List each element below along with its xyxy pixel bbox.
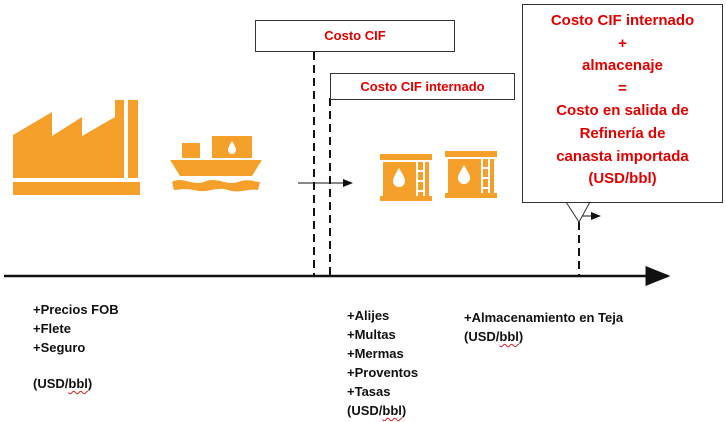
salida-line: = [618, 79, 627, 97]
unit-word: bbl [68, 376, 88, 391]
factory-icon [13, 100, 140, 195]
salida-line: almacenaje [582, 57, 663, 75]
unit-word: bbl [499, 329, 519, 344]
unit-label: (USD/bbl) [33, 376, 93, 391]
cif-internado-callout: Costo CIF internado [330, 73, 515, 100]
salida-line: Costo CIF internado [550, 12, 695, 29]
storage-tank-icon [380, 154, 432, 201]
storage-costs-list: +Almacenamiento en Teja (USD/bbl) [464, 308, 623, 346]
list-item: +Tasas [347, 384, 391, 399]
salida-callout: Costo CIF internado + almacenaje = Costo… [522, 4, 723, 203]
list-item: +Multas [347, 327, 396, 342]
cif-internado-callout-label: Costo CIF internado [360, 79, 485, 94]
ship-icon [170, 136, 262, 192]
storage-tank-icon [445, 151, 497, 198]
salida-line: Costo en salida de [556, 102, 689, 120]
list-item: +Flete [33, 321, 71, 336]
list-item: +Mermas [347, 346, 404, 361]
unit-label: (USD/bbl) [347, 403, 407, 418]
cif-callout: Costo CIF [255, 20, 455, 52]
salida-line: canasta importada [556, 147, 689, 165]
list-item: +Alijes [347, 308, 390, 323]
list-item: +Precios FOB [33, 302, 119, 317]
list-item: +Almacenamiento en Teja [464, 310, 624, 325]
list-item: +Proventos [347, 365, 419, 380]
list-item: +Seguro [33, 340, 86, 355]
salida-callout-pointer [565, 201, 591, 223]
origin-costs-list: +Precios FOB +Flete +Seguro (USD/bbl) [33, 300, 119, 393]
unit-label: (USD/bbl) [464, 329, 524, 344]
unit-word: bbl [382, 403, 402, 418]
port-costs-list: +Alijes +Multas +Mermas +Proventos +Tasa… [347, 306, 418, 420]
salida-line: (USD/bbl) [588, 170, 657, 188]
salida-line: + [618, 34, 627, 52]
cif-callout-label: Costo CIF [324, 28, 386, 43]
salida-line: Refinería de [579, 124, 666, 142]
